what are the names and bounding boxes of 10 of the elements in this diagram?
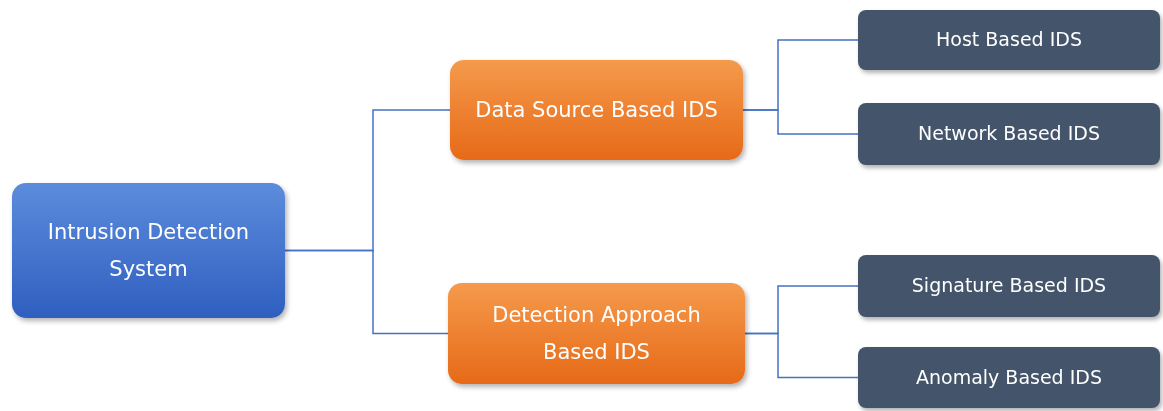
connector-line [284,249,449,335]
category-box: Signature Based IDS [858,255,1160,317]
connector-line [742,109,859,135]
category-box: Host Based IDS [858,10,1160,70]
category-box: Detection Approach Based IDS [448,283,745,384]
category-box: Anomaly Based IDS [858,347,1160,408]
connector-line [744,332,859,379]
category-box: Network Based IDS [858,103,1160,165]
category-box: Intrusion Detection System [12,183,285,318]
category-box: Data Source Based IDS [450,60,743,160]
